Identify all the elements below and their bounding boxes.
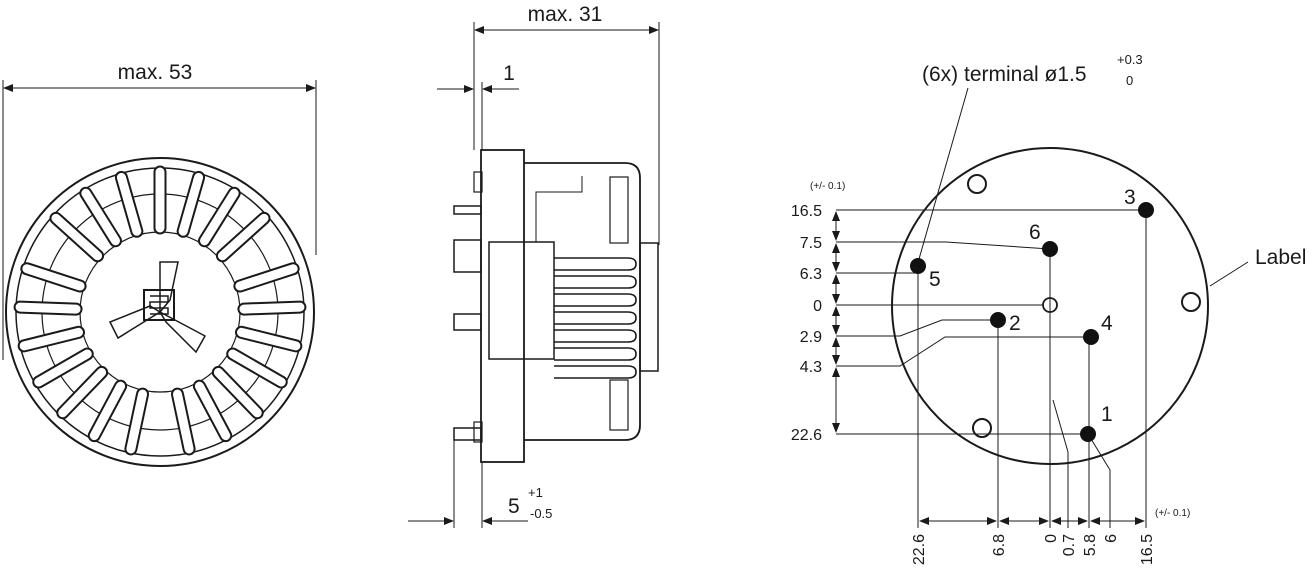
winding-turn-fill: [89, 381, 126, 441]
coil-loop: [554, 275, 637, 289]
pin-4: [1083, 329, 1099, 345]
pin-6: [1042, 241, 1058, 257]
winding-turn-fill: [58, 367, 107, 418]
x-tick: 6.8: [991, 534, 1008, 556]
flange-thickness-label: 1: [503, 62, 515, 85]
winding-turn-fill: [81, 188, 120, 246]
pin-3: [1138, 202, 1154, 218]
toroid-body: [524, 162, 641, 441]
coil-loop: [554, 347, 637, 361]
terminal-label: (6x) terminal ø1.5: [922, 63, 1087, 86]
terminal-tolerance-minus: 0: [1126, 73, 1133, 88]
pin-number: 6: [1029, 221, 1041, 244]
side-view: max. 31 1 5 +1 -0.5: [408, 3, 660, 528]
y-tick: 0: [813, 298, 822, 315]
winding-turn-fill: [228, 349, 286, 387]
y-tick: 22.6: [791, 427, 822, 444]
pin-number: 4: [1101, 312, 1113, 335]
coil-loop: [554, 257, 637, 271]
winding-turn-fill: [200, 188, 239, 246]
side-coils: [554, 257, 637, 379]
winding-turn-fill: [172, 389, 194, 454]
label-plate: [488, 241, 555, 360]
terminal-pin: [453, 313, 482, 331]
x-tick: 16.5: [1139, 534, 1156, 565]
winding-turn-fill: [217, 213, 269, 261]
side-width-label: max. 31: [528, 3, 603, 26]
coil-loop: [554, 365, 637, 379]
pin-number: 3: [1124, 186, 1136, 209]
mounting-hole: [967, 174, 987, 194]
pin-tolerance-plus: +1: [528, 485, 543, 500]
winding-turn-fill: [116, 172, 142, 236]
x-tick: 0: [1043, 534, 1060, 543]
mounting-hole: [972, 418, 992, 438]
y-tick: 16.5: [791, 203, 822, 220]
x-tick: 5.8: [1082, 534, 1099, 556]
pin-number: 1: [1101, 403, 1113, 426]
x-tolerance-note: (+/- 0.1): [1155, 508, 1190, 519]
coil-loop: [554, 311, 637, 325]
winding-turn-fill: [213, 367, 262, 418]
toroid-windings: [13, 165, 307, 456]
winding-turn-fill: [51, 213, 103, 261]
label-callout: Label: [1255, 246, 1306, 269]
winding-turn-fill: [237, 327, 301, 351]
winding-turn-fill: [178, 172, 204, 236]
pin-tolerance-minus: -0.5: [530, 506, 552, 521]
winding-turn-fill: [194, 381, 231, 441]
terminal-tolerance-plus: +0.3: [1117, 52, 1143, 67]
terminal-pin: [453, 427, 482, 441]
winding-turn-fill: [15, 302, 81, 314]
x-tick: 6: [1103, 534, 1120, 543]
y-tick: 7.5: [800, 235, 822, 252]
y-tolerance-note: (+/- 0.1): [810, 181, 845, 192]
coil-loop: [554, 329, 637, 343]
winding-turn-fill: [19, 327, 83, 351]
x-tick: 0.7: [1061, 534, 1078, 556]
winding-turn-fill: [126, 389, 148, 454]
side-pins: [453, 205, 482, 441]
label-leader: [1209, 261, 1249, 287]
pin-number: 5: [929, 268, 941, 291]
winding-turn-fill: [22, 264, 85, 291]
pin-layout-view: (6x) terminal ø1.5 +0.3 0 Label (+/- 0.1…: [791, 52, 1307, 565]
manufacturer-logo: [143, 289, 175, 321]
pin-1: [1080, 426, 1096, 442]
pin-length-label: 5: [508, 495, 520, 518]
terminal-pin: [453, 239, 482, 273]
winding-turn-fill: [239, 302, 305, 314]
winding-turn-fill: [235, 264, 298, 291]
y-tick: 4.3: [800, 359, 822, 376]
base-plate: [480, 149, 525, 463]
pin-number: 2: [1009, 312, 1021, 335]
front-view: max. 53: [2, 61, 317, 467]
x-tick: 22.6: [911, 534, 928, 565]
winding-turn-fill: [34, 349, 92, 387]
front-width-label: max. 53: [118, 61, 193, 84]
core-outer-ring: [5, 157, 315, 467]
pin-5: [910, 258, 926, 274]
pin-dimension-lines: [832, 209, 1147, 528]
terminal-leader: [916, 87, 969, 267]
center-divider: [159, 261, 179, 315]
terminal-pin: [453, 205, 482, 215]
y-tick: 2.9: [800, 329, 822, 346]
y-tick: 6.3: [800, 266, 822, 283]
coil-loop: [554, 293, 637, 307]
mounting-hole: [1181, 292, 1201, 312]
pin-2: [990, 312, 1006, 328]
